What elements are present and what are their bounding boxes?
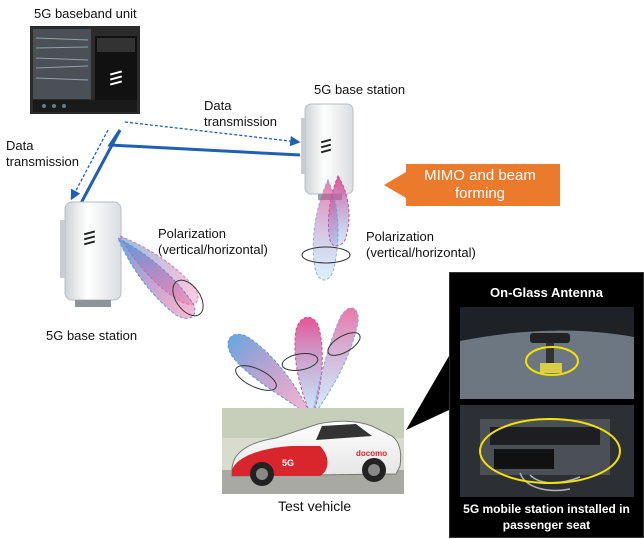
on-glass-antenna-panel: On-Glass Antenna 5G mobile station insta… [449, 272, 644, 538]
base-station-left [60, 201, 122, 307]
baseband-unit-photo [30, 26, 140, 114]
test-vehicle-photo: 5G docomo [222, 408, 404, 494]
callout-shape [384, 164, 560, 206]
windshield-photo [460, 307, 634, 399]
label-data-transmission-top: Data transmission [204, 98, 277, 129]
beam-left-station [117, 235, 204, 319]
beam-vehicle [227, 307, 361, 420]
label-base-station-left: 5G base station [46, 328, 138, 343]
ericsson-logo-icon [109, 70, 123, 86]
label-polarization-right: Polarization (vertical/horizontal) [366, 229, 476, 260]
mimo-callout-text: MIMO and beam forming [424, 167, 536, 202]
label-data-transmission-left: Data transmission [6, 138, 79, 169]
label-polarization-left: Polarization (vertical/horizontal) [158, 226, 268, 257]
panel-pointer [406, 356, 449, 430]
panel-title: On-Glass Antenna [490, 285, 603, 300]
data-link-lines [70, 121, 301, 206]
mimo-callout: MIMO and beam forming [384, 164, 560, 206]
ericsson-logo-icon [83, 230, 96, 246]
ericsson-logo-icon [320, 138, 332, 154]
car-text-docomo: docomo [356, 449, 387, 458]
beam-right-station [301, 174, 351, 281]
label-base-station-right: 5G base station [314, 82, 406, 97]
car-text-5g: 5G [282, 458, 294, 468]
panel-caption: 5G mobile station installed in passenger… [463, 502, 630, 532]
mobile-station-photo [460, 405, 634, 497]
label-test-vehicle: Test vehicle [278, 498, 352, 514]
label-baseband-unit: 5G baseband unit [34, 6, 137, 21]
